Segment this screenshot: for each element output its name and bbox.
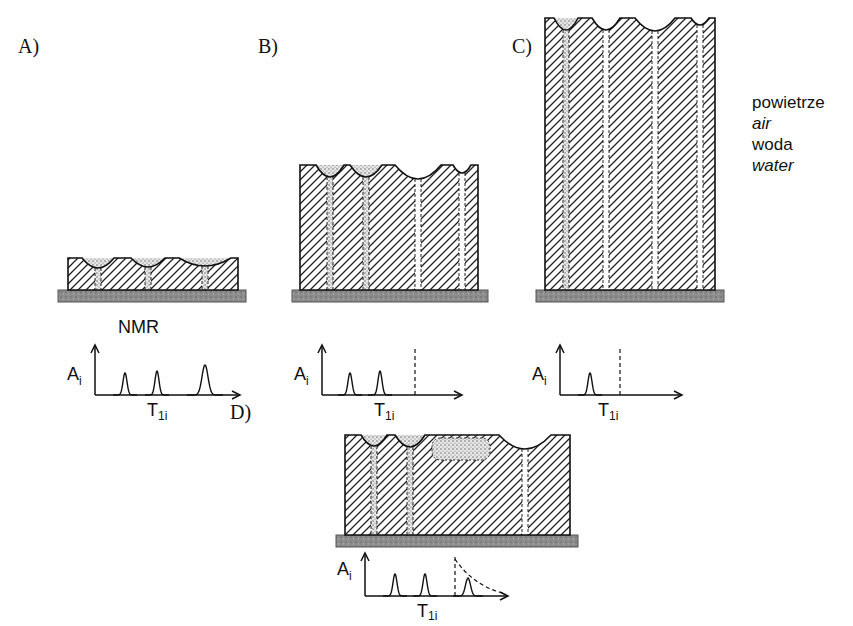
soil-outline (345, 435, 570, 535)
pore-wall (697, 25, 703, 290)
panel-letter: D) (230, 402, 251, 422)
relaxation-peak (187, 365, 223, 395)
soil-profile (336, 435, 578, 547)
axis-subscript: i (544, 375, 547, 387)
soil-matrix (300, 165, 478, 290)
axis-label: T (598, 401, 609, 419)
relaxation-peak (113, 373, 137, 395)
axis-arrowhead (361, 553, 508, 600)
pore-wall (415, 179, 421, 290)
pore-wall (363, 177, 369, 290)
substrate-base (536, 290, 724, 302)
substrate-base (58, 290, 246, 302)
soil-profile (536, 18, 724, 302)
soil-outline (300, 165, 478, 290)
axis-label: T (374, 401, 385, 419)
pore-wall (371, 446, 377, 535)
pore-wall (459, 173, 465, 290)
soil-matrix (545, 18, 715, 290)
pore-channel (563, 30, 569, 290)
pore-channel (652, 31, 658, 290)
axis-label: A (337, 560, 349, 578)
pore-wall (95, 268, 101, 290)
axis-arrowhead (556, 345, 682, 399)
axis-label: T (417, 602, 428, 620)
pore-channel (407, 447, 413, 535)
pore-channel (145, 267, 151, 290)
pore-channel (603, 30, 609, 290)
soil-matrix (68, 258, 238, 290)
relaxation-peak (453, 578, 483, 596)
pore-wall (603, 30, 609, 290)
pore-wall (522, 449, 528, 535)
relaxation-peak (145, 371, 169, 395)
axis-subscript: i (349, 570, 352, 582)
method-label: NMR (118, 318, 159, 336)
axis-subscript: 1i (158, 410, 167, 422)
axis-label: T (147, 401, 158, 419)
pore-channel (95, 268, 101, 290)
nmr-plot (318, 345, 462, 399)
pore-wall (407, 447, 413, 535)
pore-channel (522, 449, 528, 535)
panel-letter: A) (18, 36, 39, 56)
axis-subscript: i (306, 375, 309, 387)
nmr-plot (556, 345, 682, 399)
axis-arrowhead (91, 345, 240, 399)
soil-outline (68, 258, 238, 290)
cutoff-line (619, 349, 620, 395)
cutoff-line (454, 557, 455, 596)
axis-subscript: i (79, 375, 82, 387)
legend-text: powietrze (752, 94, 825, 111)
panel-letter: C) (512, 36, 532, 56)
nmr-plot (361, 553, 508, 600)
pore-channel (697, 25, 703, 290)
relaxation-peak (413, 574, 437, 596)
axis-label: A (294, 365, 306, 383)
soil-profile (292, 165, 488, 302)
legend-text: woda (752, 136, 793, 153)
axis-label: A (67, 365, 79, 383)
nmr-plot (91, 345, 240, 399)
legend-text: air (752, 115, 771, 132)
axis-label: A (532, 365, 544, 383)
pore-channel (415, 179, 421, 290)
relaxation-peak (383, 574, 407, 596)
pore-wall (563, 30, 569, 290)
axis-subscript: 1i (385, 410, 394, 422)
axis-subscript: 1i (428, 610, 437, 622)
panel-letter: B) (258, 36, 278, 56)
pore-wall (327, 177, 333, 290)
axis-arrowhead (318, 345, 462, 399)
substrate-base (336, 535, 578, 547)
pore-channel (202, 266, 208, 290)
pore-channel (363, 177, 369, 290)
soil-profile (58, 258, 246, 302)
axis-subscript: 1i (609, 410, 618, 422)
plot-axis (560, 345, 682, 395)
cutoff-line (414, 349, 415, 395)
soil-matrix (345, 435, 570, 535)
relaxation-peak (368, 371, 392, 395)
pore-channel (371, 446, 377, 535)
legend-text: water (752, 157, 794, 174)
relaxation-peak (338, 373, 362, 395)
substrate-base (292, 290, 488, 302)
pore-wall (652, 31, 658, 290)
soil-outline (545, 18, 715, 290)
plot-axis (95, 345, 240, 395)
plot-axis (365, 553, 508, 596)
water-film (432, 438, 490, 460)
pore-wall (202, 266, 208, 290)
pore-channel (459, 173, 465, 290)
pore-channel (327, 177, 333, 290)
decay-curve (455, 559, 506, 594)
pore-wall (145, 267, 151, 290)
relaxation-peak (578, 373, 602, 395)
plot-axis (322, 345, 462, 395)
